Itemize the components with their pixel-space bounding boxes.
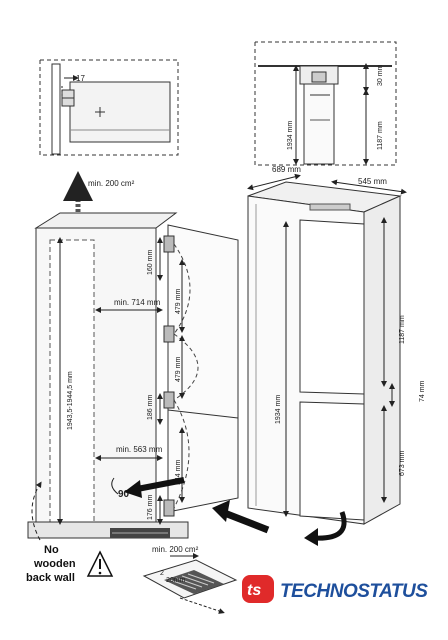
fridge-drawing: 689 mm 545 mm 1934 mm 1187 mm 74 mm 673 …	[247, 165, 426, 546]
dim-176-label: 176 mm	[147, 495, 154, 520]
warning-icon	[86, 550, 114, 577]
angle-90-label: 90°	[118, 489, 133, 500]
height-74-label: 74 mm	[419, 380, 426, 402]
top-left-detail: 17	[39, 59, 179, 156]
svg-text:ts: ts	[247, 582, 261, 599]
dim-479b-label: 479 mm	[175, 357, 182, 382]
dim-544-label: 544 mm	[175, 460, 182, 485]
top-right-detail: 1934 mm 30 mm 1187 mm	[254, 41, 397, 166]
vent-bottom-label: min. 200 cm²	[152, 545, 199, 554]
dim-160-label: 160 mm	[147, 250, 154, 275]
dim-186-label: 186 mm	[147, 395, 154, 420]
vent-2-label: 2	[160, 570, 164, 577]
height-1934-label: 1934 mm	[275, 395, 282, 424]
dim-479a-label: 479 mm	[175, 289, 182, 314]
no-back-wall-line2: wooden	[33, 558, 76, 570]
technostatus-logo: ts TECHNOSTATUS	[242, 575, 429, 603]
depth-545-label: 545 mm	[358, 177, 387, 186]
dim-17-label: 17	[76, 74, 85, 83]
dim-1187-detail-label: 1187 mm	[377, 121, 384, 150]
min-563-label: min. 563 mm	[116, 445, 163, 454]
cabinet-drawing: min. 200 cm² 1943,5-1944,5 mm min. 714 m…	[26, 171, 270, 614]
vent-20mm-label: 20mm	[166, 577, 186, 584]
height-673-label: 673 mm	[399, 451, 406, 476]
brand-name: TECHNOSTATUS	[280, 581, 428, 602]
dim-1934-detail-label: 1934 mm	[287, 121, 294, 150]
height-range-label: 1943,5-1944,5 mm	[67, 371, 74, 430]
no-back-wall-line3: back wall	[26, 572, 75, 584]
height-1187-label: 1187 mm	[399, 315, 406, 344]
dim-30-label: 30 mm	[377, 64, 384, 86]
vent-top-label: min. 200 cm²	[88, 179, 135, 188]
min-714-label: min. 714 mm	[114, 298, 161, 307]
width-689-label: 689 mm	[272, 165, 301, 174]
vent-grille	[142, 559, 238, 599]
no-back-wall-line1: No	[44, 544, 59, 556]
